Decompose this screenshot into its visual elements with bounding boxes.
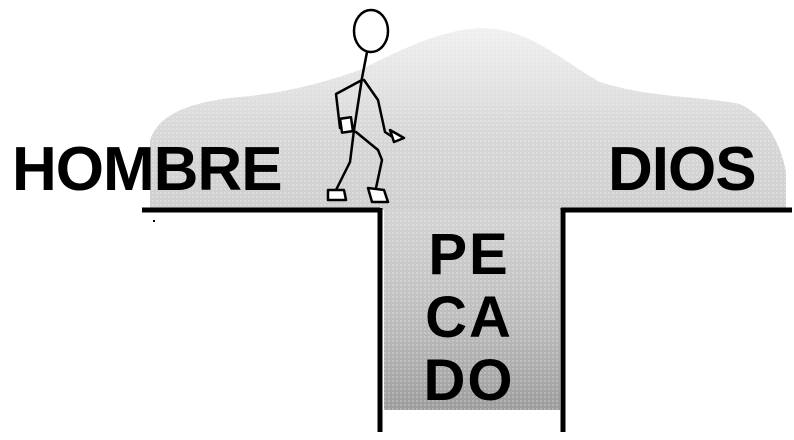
- speck-mark: [153, 220, 155, 222]
- label-hombre: HOMBRE: [12, 139, 282, 201]
- figure-back-hand: [340, 117, 353, 132]
- label-pecado-line-2: CA: [384, 289, 554, 347]
- label-pecado-line-3: DO: [384, 352, 554, 410]
- figure-head: [354, 10, 388, 52]
- figure-front-foot: [368, 188, 388, 202]
- label-dios: DIOS: [608, 139, 756, 201]
- figure-back-foot: [328, 190, 346, 200]
- label-pecado-line-1: PE: [384, 226, 554, 284]
